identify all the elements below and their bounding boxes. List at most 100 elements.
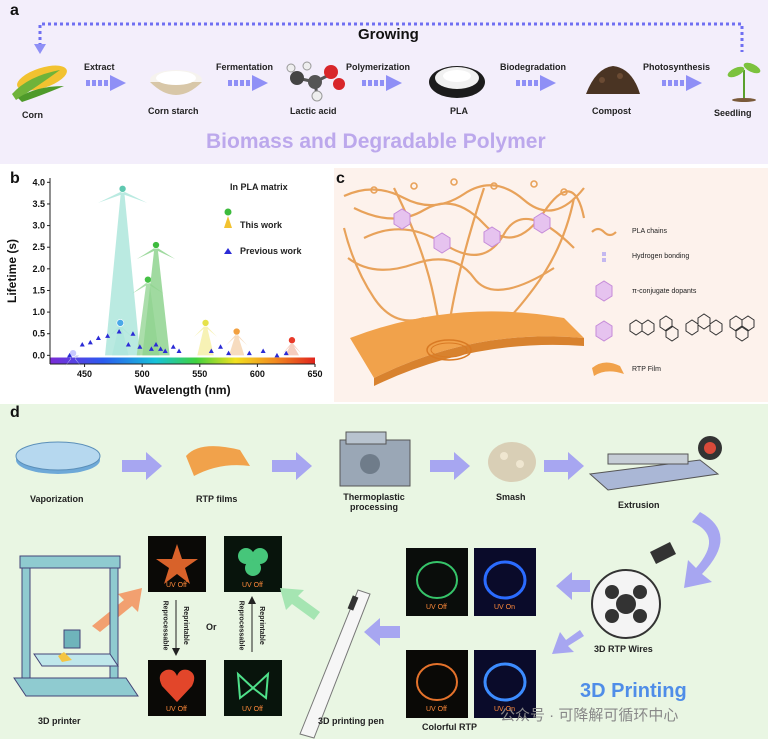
seedling-icon [727,62,761,102]
uv-off-4: UV Off [242,706,263,713]
this-work-glow [193,324,218,356]
previous-work-point [260,348,266,354]
arrow-label-biodegradation: Biodegradation [500,62,567,72]
uv-off-3: UV Off [166,706,187,713]
pla-icon [429,66,485,98]
legend-previous-work: Previous work [240,246,302,256]
y-tick-label: 4.0 [32,177,45,187]
y-tick-label: 3.0 [32,221,45,231]
this-work-point [144,275,152,284]
step-label-pla: PLA [450,106,468,116]
previous-work-point [105,333,111,338]
legend-dopants: π-conjugate dopants [632,288,697,295]
panel-b: b 0.0 0.5 1.0 1.5 2.0 2.5 3.0 3.5 4.0 450 500 550 60… [0,168,330,402]
corn-starch-icon [150,70,202,95]
legend-hydrogen-bonding: Hydrogen bonding [632,253,690,260]
this-work-point [288,336,296,345]
this-work-point [118,185,127,193]
uv-off-6: UV Off [426,706,447,713]
previous-work-point [274,352,280,358]
legend-previous-work-marker [224,248,232,254]
previous-work-point [130,331,136,336]
growing-loop [34,22,744,54]
step-extrusion: Extrusion [618,500,660,510]
reprocessable-2: Reprocessable [237,600,245,651]
arrow-label-photosynthesis: Photosynthesis [643,62,711,72]
panel-c-letter: c [336,170,345,187]
previous-work-point [79,342,85,347]
this-work-glow [108,324,132,356]
x-tick-label: 450 [77,369,92,379]
this-work-point [116,319,125,327]
previous-work-point [162,348,168,354]
y-axis-label: Lifetime (s) [5,239,19,303]
uv-on-2: UV On [494,706,516,713]
panel-a-caption: Biomass and Degradable Polymer [206,130,546,153]
panel-d-illustration [13,431,722,739]
panel-d-letter: d [10,404,20,421]
previous-work-point [176,348,182,354]
previous-work-point [158,346,164,351]
previous-work-point [125,342,131,347]
previous-work-point [95,335,101,341]
x-tick-label: 550 [192,369,207,379]
panel-d: d [0,404,768,739]
x-tick-label: 600 [250,369,265,379]
reprintable-2: Reprintable [257,606,265,645]
legend-this-work: This work [240,220,283,230]
legend-rtp-film: RTP Film [632,366,661,373]
pen-label: 3D printing pen [318,716,384,726]
previous-work-point [148,346,154,351]
spectrum-band [50,357,315,364]
uv-on-1: UV On [494,604,516,611]
watermark: 公众号 · 可降解可循环中心 [500,707,679,724]
arrow-label-fermentation: Fermentation [216,62,274,72]
growing-label: Growing [358,26,419,43]
step-label-lactic-acid: Lactic acid [290,106,337,116]
uv-off-5: UV Off [426,604,447,611]
previous-work-point [67,352,73,358]
previous-work-point [170,344,176,349]
this-work-point [152,241,160,249]
uv-off-1: UV Off [166,582,187,589]
panel-c: c [334,168,768,402]
printing-title: 3D Printing [580,680,687,702]
y-tick-label: 0.0 [32,350,45,360]
step-label-corn-starch: Corn starch [148,106,199,116]
this-work-glow [282,342,302,356]
this-work-glow [98,190,148,356]
x-tick-label: 650 [307,369,322,379]
previous-work-point [246,350,252,356]
lifetime-chart: 0.0 0.5 1.0 1.5 2.0 2.5 3.0 3.5 4.0 450 500 550 600 6… [5,177,323,397]
reprocessable-1: Reprocessable [161,600,169,651]
printer-label: 3D printer [38,716,81,726]
previous-work-point [137,344,143,349]
previous-work-point [283,350,289,356]
previous-work-point [226,350,232,356]
x-tick-label: 500 [135,369,150,379]
step-label-corn: Corn [22,110,43,120]
colorful-rtp-label: Colorful RTP [422,722,477,732]
panel-a: a Growing [0,0,768,164]
y-tick-label: 3.5 [32,199,45,209]
legend-this-work-arrow [224,216,232,228]
y-tick-label: 2.0 [32,264,45,274]
step-thermoplastic: Thermoplastic processing [343,492,405,512]
rtp-network-illustration [342,178,755,386]
legend-title: In PLA matrix [230,182,288,192]
arrow-label-extract: Extract [84,62,115,72]
panel-a-letter: a [10,2,19,19]
lactic-acid-icon [286,61,345,102]
this-work-glow [136,247,176,356]
panel-b-letter: b [10,170,20,187]
arrow-label-polymerization: Polymerization [346,62,411,72]
previous-work-point [87,339,93,345]
y-tick-label: 0.5 [32,329,45,339]
this-work-point [232,327,241,336]
y-tick-label: 2.5 [32,242,45,252]
y-tick-label: 1.5 [32,285,45,295]
step-vaporization: Vaporization [30,494,84,504]
step-label-compost: Compost [592,106,631,116]
y-tick-label: 1.0 [32,307,45,317]
this-work-glow [225,333,248,356]
